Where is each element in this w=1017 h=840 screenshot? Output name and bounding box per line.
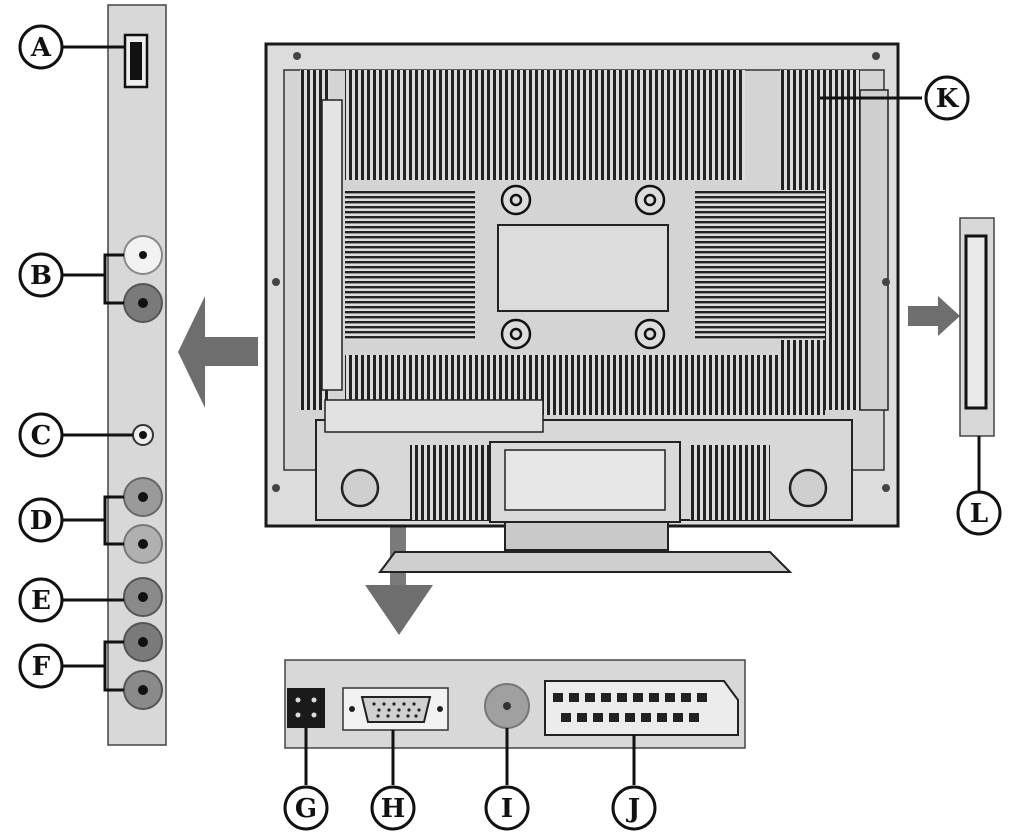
hdmi-port [123,33,149,89]
side-connector-panel [107,4,167,746]
callout-a-label: A [30,33,52,63]
jack-d1 [123,477,163,517]
callout-g: G [283,785,329,831]
callout-l: L [956,490,1002,536]
tv-rear-body [264,42,900,573]
screws [272,52,890,492]
jack-e [123,577,163,617]
callout-i-label: I [501,794,513,824]
vga-port [342,687,449,731]
common-interface-slot-panel [959,217,995,495]
bottom-leader-lines [304,96,922,785]
jack-d2 [123,524,163,564]
jack-f1 [123,622,163,662]
callout-d: D [18,497,64,543]
headphone-jack [132,424,154,446]
scart-port [544,680,739,736]
audio-jack-white [123,235,163,275]
callout-j-label: J [626,794,640,824]
s-video-port [287,688,325,728]
vesa-mount-holes [500,184,666,350]
callout-e: E [18,577,64,623]
callout-h-label: H [381,794,406,824]
callout-f-label: F [32,652,51,682]
callout-j: J [611,785,657,831]
jack-f2 [123,670,163,710]
audio-jack-grey [123,283,163,323]
callout-h: H [370,785,416,831]
callout-e-label: E [31,586,51,616]
left-leader-lines [63,45,133,692]
callout-k: K [924,75,970,121]
arrow-right [908,296,960,336]
callout-b: B [18,252,64,298]
antenna-input [484,683,530,729]
callout-k-label: K [936,84,960,114]
callout-l-label: L [970,499,988,529]
callout-g-label: G [295,794,317,824]
callout-f: F [18,643,64,689]
callout-c: C [18,412,64,458]
callout-a: A [18,24,64,70]
rear-connector-panel [284,659,746,749]
arrow-left [178,296,258,408]
callout-d-label: D [30,506,53,536]
callout-i: I [484,785,530,831]
callout-c-label: C [31,421,52,451]
callout-b-label: B [30,261,52,291]
